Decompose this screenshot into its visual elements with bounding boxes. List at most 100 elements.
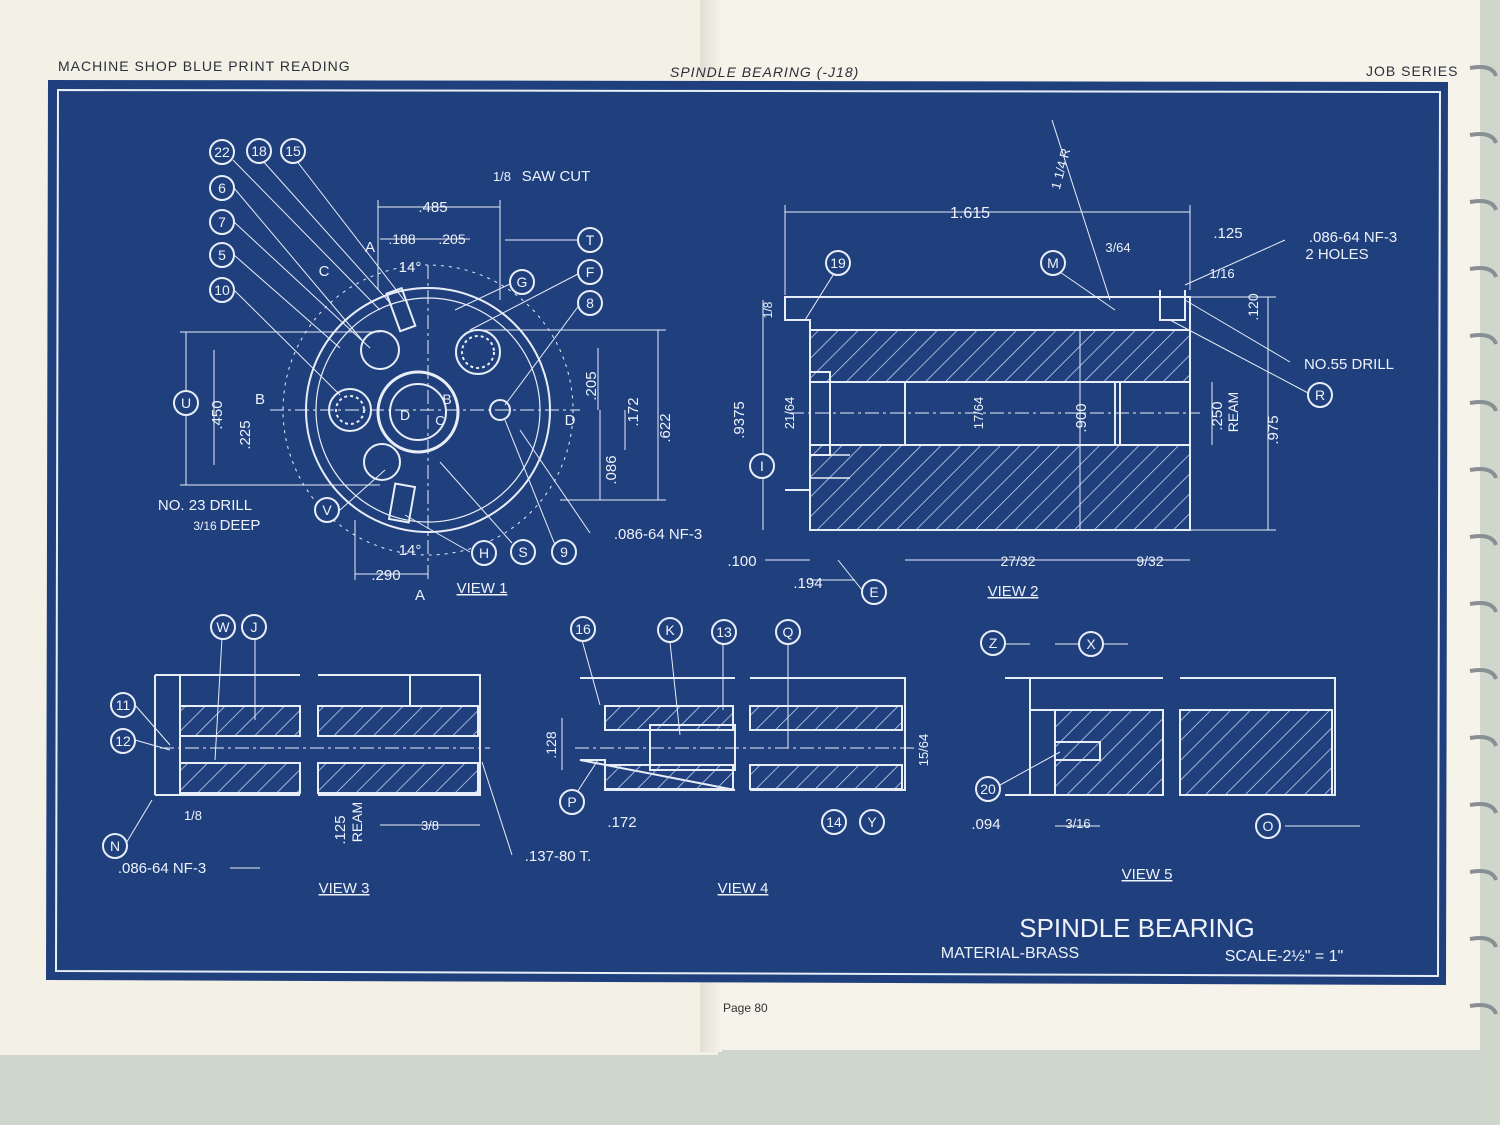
leader-S	[439, 461, 513, 544]
letter-B: B	[255, 391, 265, 408]
dim-900: .900	[1073, 403, 1090, 432]
balloon-10	[209, 277, 235, 303]
balloon-14	[821, 809, 847, 835]
dim-9375: .9375	[731, 401, 748, 439]
dim-v3-38: 3/8	[421, 818, 439, 833]
balloon-label-Q: Q	[783, 624, 794, 640]
balloon-M	[1040, 250, 1066, 276]
view3-section-top	[179, 705, 301, 737]
header-right: JOB SERIES	[1366, 63, 1459, 79]
balloon-G	[509, 269, 535, 295]
leader-19	[804, 271, 836, 321]
angle-14a: 14°	[399, 259, 422, 276]
balloon-label-S: S	[518, 544, 527, 560]
balloon-11	[110, 692, 136, 718]
leader-12	[134, 739, 171, 751]
page-number: Page 80	[723, 1001, 768, 1015]
balloon-label-N: N	[110, 838, 120, 854]
note-two-holes: 2 HOLES	[1305, 246, 1368, 263]
header-center: SPINDLE BEARING (-J18)	[670, 64, 860, 80]
balloon-O	[1255, 813, 1281, 839]
leader-K	[669, 641, 681, 736]
view4-section-top-r	[749, 705, 903, 731]
title-spindle-bearing: SPINDLE BEARING	[1019, 913, 1255, 943]
leader-20	[999, 751, 1061, 786]
balloon-P	[559, 789, 585, 815]
dim-v3-125: .125	[332, 815, 349, 844]
balloon-X	[1078, 631, 1104, 657]
balloon-T	[577, 227, 603, 253]
balloon-7	[209, 209, 235, 235]
dim-2732: 27/32	[1000, 553, 1035, 569]
leader-5	[233, 254, 341, 349]
balloon-22	[209, 139, 235, 165]
balloons	[102, 138, 1333, 859]
view3-section-bot-r	[317, 762, 479, 794]
view1-center-bore-inner	[389, 383, 447, 441]
balloon-label-7: 7	[218, 214, 226, 230]
balloon-label-13: 13	[716, 624, 732, 640]
balloon-label-U: U	[181, 395, 191, 411]
balloon-19	[825, 250, 851, 276]
balloon-label-Z: Z	[989, 635, 998, 651]
balloon-9	[551, 539, 577, 565]
balloon-label-6: 6	[218, 180, 226, 196]
balloon-16	[570, 616, 596, 642]
leader-15	[295, 159, 405, 301]
view1-hole-upper-right-in	[461, 335, 495, 369]
note-thread-v1: .086-64 NF-3	[614, 526, 702, 543]
balloon-label-X: X	[1086, 636, 1096, 652]
balloon-label-O: O	[1263, 818, 1274, 834]
dim-225: .225	[237, 420, 254, 449]
spiral-binding	[1469, 65, 1498, 1015]
dim-v4-128: .128	[543, 731, 559, 758]
leader-R	[1169, 319, 1311, 395]
balloon-R	[1307, 382, 1333, 408]
balloon-label-M: M	[1047, 255, 1059, 271]
dim-188: .188	[388, 231, 415, 247]
dim-18: 1/8	[761, 301, 775, 318]
view2-label: VIEW 2	[988, 583, 1039, 600]
note-drill23: NO. 23 DRILL	[158, 497, 252, 514]
leader-8	[504, 303, 581, 406]
balloon-13	[711, 619, 737, 645]
balloon-V	[314, 497, 340, 523]
balloon-label-15: 15	[285, 143, 301, 159]
balloon-12	[110, 728, 136, 754]
dim-290: .290	[371, 567, 400, 584]
leader-N	[124, 799, 153, 846]
balloon-label-F: F	[586, 264, 595, 280]
balloon-N	[102, 833, 128, 859]
leader-H	[404, 514, 471, 553]
leader-6	[233, 187, 363, 341]
balloon-label-P: P	[567, 794, 576, 810]
balloon-15	[280, 138, 306, 164]
leader-9	[504, 419, 556, 546]
leader-10	[233, 289, 341, 396]
balloon-label-I: I	[760, 458, 764, 474]
balloon-label-9: 9	[560, 544, 568, 560]
leader-W	[214, 637, 223, 761]
view1-saw-slot-bottom	[387, 482, 417, 524]
view1-hole-lower	[363, 443, 401, 481]
letter-C: C	[319, 263, 330, 280]
note-saw-cut: SAW CUT	[522, 168, 591, 185]
dim-1615: 1.615	[950, 205, 990, 222]
letter-D: D	[565, 412, 576, 429]
balloon-label-E: E	[869, 584, 878, 600]
balloon-label-22: 22	[214, 144, 230, 160]
leader-thread-v2	[1184, 239, 1286, 286]
note-thread-v2: .086-64 NF-3	[1309, 229, 1397, 246]
dim-205a: .205	[438, 231, 465, 247]
balloon-label-J: J	[251, 619, 258, 635]
dim-v5-094: .094	[971, 816, 1000, 833]
leader-radius	[1051, 119, 1111, 301]
dim-100: .100	[727, 553, 756, 570]
balloon-U	[173, 390, 199, 416]
leader-V	[339, 469, 386, 511]
note-saw-frac: 1/8	[493, 169, 511, 184]
leader-11	[134, 704, 171, 746]
balloon-label-W: W	[216, 619, 230, 635]
view3-section-bot	[179, 762, 301, 794]
note-ream-v2: REAM	[1225, 392, 1241, 432]
